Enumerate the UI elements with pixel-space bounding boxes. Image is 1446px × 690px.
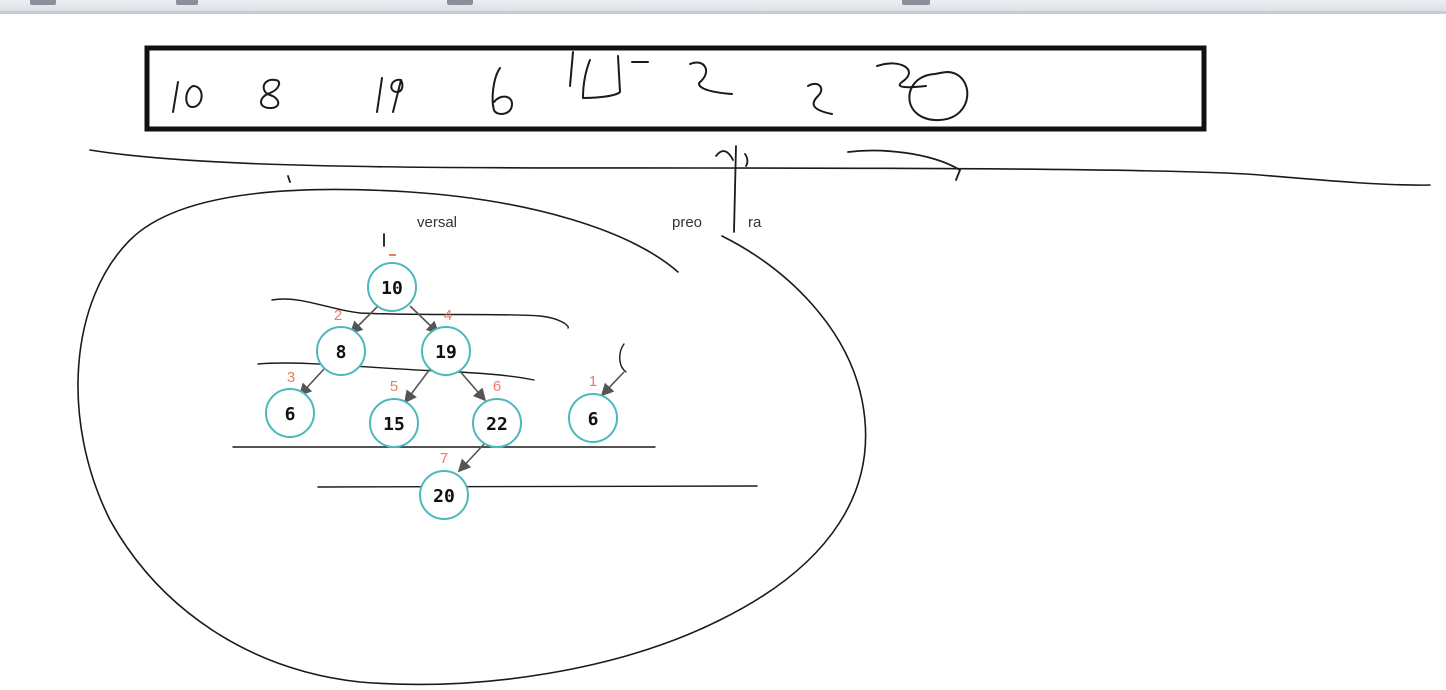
node-value: 6 <box>588 409 599 430</box>
visit-order-label: 2 <box>334 307 342 324</box>
preorder-text-fragment: preo <box>672 214 703 231</box>
handwritten-2 <box>689 61 733 95</box>
node-value: 19 <box>435 342 457 363</box>
handwritten-sequence <box>172 51 969 122</box>
toolbar-stub[interactable] <box>447 0 473 5</box>
handwritten-20 <box>876 62 969 122</box>
example-node-6[interactable]: 6 1 <box>568 373 618 443</box>
visit-order-label: 7 <box>440 450 448 467</box>
visit-order-label: 5 <box>390 378 398 395</box>
edge-22-20 <box>457 442 486 473</box>
edge-19-15 <box>404 368 431 404</box>
level-lines <box>232 298 758 488</box>
node-ring <box>419 470 469 520</box>
handwritten-15 <box>569 51 649 99</box>
tree-node-6[interactable]: 6 3 <box>265 369 315 438</box>
node-ring <box>472 398 522 448</box>
node-value: 22 <box>486 414 508 435</box>
visit-order-label: 1 <box>589 373 597 390</box>
tree-node-22[interactable]: 22 6 <box>472 378 522 448</box>
edge-pointer-6 <box>600 371 625 397</box>
tree-node-15[interactable]: 15 5 <box>369 378 419 448</box>
traversal-text-fragment: versal <box>417 214 458 231</box>
node-ring <box>568 393 618 443</box>
toolbar-stub[interactable] <box>176 0 198 5</box>
tree-node-8[interactable]: 8 2 <box>316 307 366 376</box>
node-value: 6 <box>285 404 296 425</box>
visit-order-label: 3 <box>287 369 295 386</box>
node-value: 15 <box>383 414 405 435</box>
edge-10-8 <box>349 305 379 335</box>
lasso-loop <box>77 188 867 686</box>
side-stroke <box>619 343 627 373</box>
visit-order-label: 6 <box>493 378 501 395</box>
handwritten-19 <box>376 77 404 113</box>
pointer-marks <box>287 145 961 247</box>
node-ring <box>421 326 471 376</box>
handwritten-2b <box>807 82 833 115</box>
sequence-box <box>144 45 1207 132</box>
toolbar-stub[interactable] <box>30 0 56 5</box>
tree-edges <box>298 305 625 473</box>
edge-19-22 <box>457 368 487 402</box>
handwritten-10 <box>172 81 203 113</box>
handwritten-8 <box>260 78 281 109</box>
edge-8-6 <box>298 368 325 397</box>
node-value: 10 <box>381 278 403 299</box>
tree-node-10[interactable]: 10 <box>367 262 417 312</box>
separator-stroke <box>89 149 1431 186</box>
tree-node-20[interactable]: 20 7 <box>419 450 469 520</box>
node-ring <box>265 388 315 438</box>
visit-order-label: 4 <box>444 307 452 324</box>
app-toolbar-strip <box>0 0 1446 14</box>
node-value: 8 <box>336 342 347 363</box>
node-value: 20 <box>433 486 455 507</box>
traversal-text-fragment-2: ra <box>748 214 762 231</box>
node-ring <box>369 398 419 448</box>
toolbar-stub[interactable] <box>902 0 930 5</box>
node-ring <box>316 326 366 376</box>
handwritten-6 <box>491 67 513 115</box>
node-ring <box>367 262 417 312</box>
edge-10-19 <box>409 305 440 335</box>
tree-node-19[interactable]: 19 4 <box>421 307 471 376</box>
